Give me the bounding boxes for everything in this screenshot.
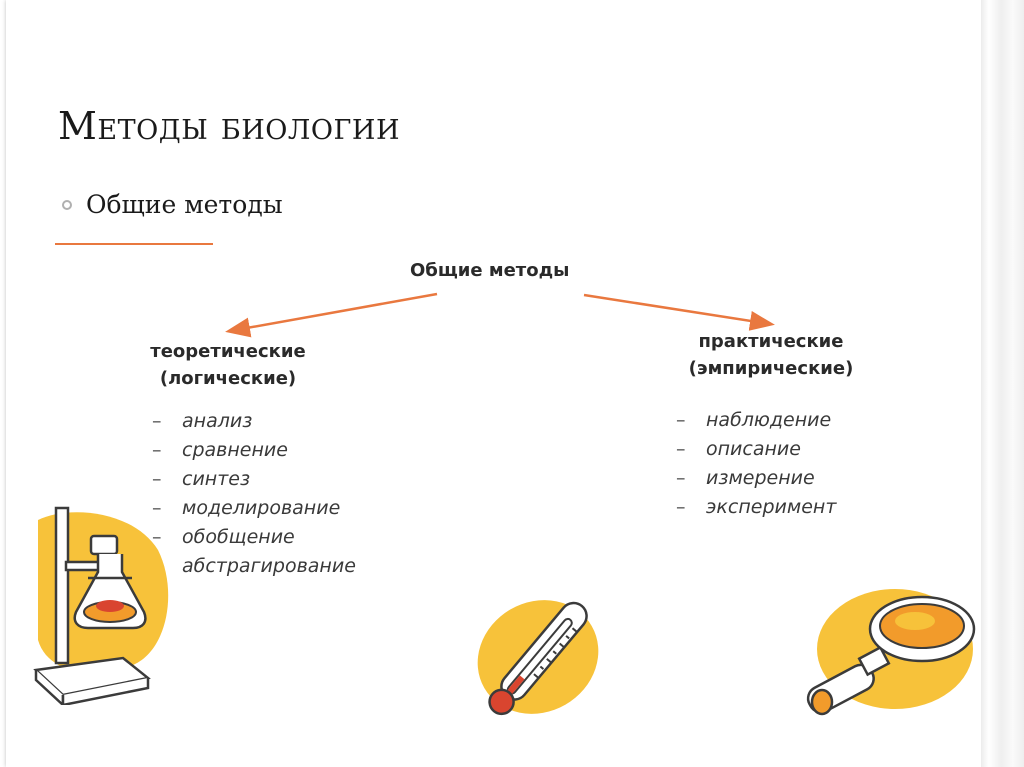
list-item: –наблюдение <box>676 409 832 431</box>
category-theoretical-line1: теоретические <box>150 341 306 362</box>
magnifying-glass-icon <box>806 589 976 716</box>
accent-divider <box>55 243 213 245</box>
theoretical-methods-list: –анализ –сравнение –синтез –моделировани… <box>152 407 356 581</box>
list-item: –обобщение <box>152 526 295 548</box>
list-item: –измерение <box>676 467 815 489</box>
list-item: –анализ <box>152 410 253 432</box>
list-item: –описание <box>676 438 801 460</box>
category-practical-line2: (эмпирические) <box>688 358 854 379</box>
list-item: –эксперимент <box>676 496 837 518</box>
diagram-heading: Общие методы <box>410 260 570 281</box>
category-practical-line1: практические <box>698 331 844 352</box>
category-practical: практические (эмпирические) <box>676 328 866 382</box>
list-item: –моделирование <box>152 497 341 519</box>
arrow-right <box>583 293 775 331</box>
category-theoretical-line2: (логические) <box>159 368 297 389</box>
slide-title: Методы биологии <box>58 104 401 148</box>
bullet-text: Общие методы <box>86 190 283 219</box>
list-item: –синтез <box>152 468 251 490</box>
practical-methods-list: –наблюдение –описание –измерение –экспер… <box>676 406 836 522</box>
bullet-circle-icon <box>62 199 72 210</box>
right-margin <box>981 0 1024 767</box>
arrow-left <box>225 292 438 338</box>
thermometer-icon <box>477 600 599 716</box>
list-item: –сравнение <box>152 439 288 461</box>
category-theoretical: теоретические (логические) <box>138 338 318 392</box>
lab-stand-flask-icon <box>33 506 169 705</box>
bullet-item: Общие методы <box>62 190 283 219</box>
